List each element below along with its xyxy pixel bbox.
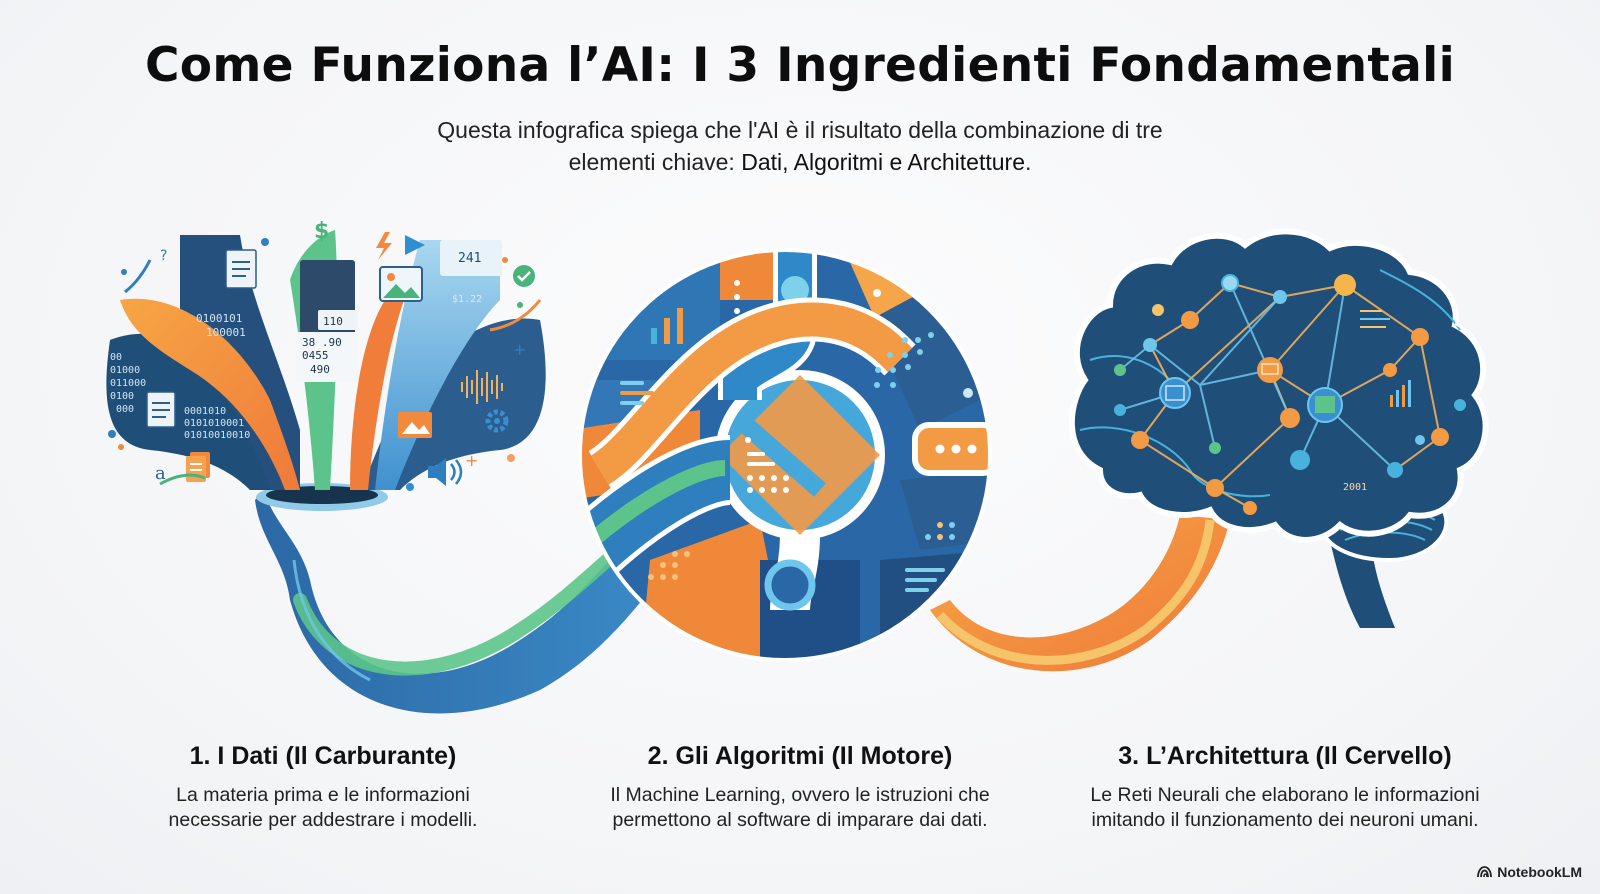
svg-text:+: + — [465, 451, 478, 470]
description-line-1: Le Reti Neurali che elaborano le informa… — [1090, 784, 1480, 806]
svg-text:01000: 01000 — [110, 365, 140, 376]
play-icon — [405, 235, 425, 255]
image-icon — [398, 412, 432, 438]
page-title: Come Funziona l’AI: I 3 Ingredienti Fond… — [145, 38, 1455, 93]
svg-text:000: 000 — [116, 404, 134, 415]
subtitle-line-2: elementi chiave: Dati, Algoritmi e Archi… — [0, 146, 1600, 178]
section-title: 1. I Dati (Il Carburante) — [189, 742, 457, 770]
svg-text:011000: 011000 — [110, 378, 146, 389]
svg-text:?: ? — [160, 248, 167, 264]
subtitle-highlight: Dati, Algoritmi e Architetture — [741, 149, 1025, 175]
description-line-1: Il Machine Learning, ovvero le istruzion… — [610, 784, 990, 806]
connector-ribbon — [930, 515, 1230, 672]
description-line-2: necessarie per addestrare i modelli. — [168, 809, 478, 831]
subtitle-line-1: Questa infografica spiega che l'AI è il … — [437, 117, 1163, 143]
section-card-data: 1. I Dati (Il Carburante) La materia pri… — [103, 742, 543, 833]
svg-text:100001: 100001 — [206, 326, 246, 339]
svg-text:490: 490 — [310, 363, 330, 376]
page-subtitle: Questa infografica spiega che l'AI è il … — [0, 114, 1600, 178]
check-bubble-icon — [513, 265, 535, 287]
dollar-icon: $ — [314, 219, 329, 244]
svg-text:110: 110 — [323, 315, 343, 328]
section-description: Il Machine Learning, ovvero le istruzion… — [580, 783, 1020, 833]
stacked-documents-icon — [186, 452, 210, 482]
section-title: 3. L’Architettura (Il Cervello) — [1118, 742, 1452, 770]
svg-text:$1.22: $1.22 — [452, 294, 482, 305]
lightning-icon — [376, 232, 392, 260]
svg-text:38 .90: 38 .90 — [302, 336, 342, 349]
section-card-architecture: 3. L’Architettura (Il Cervello) Le Reti … — [1065, 742, 1505, 833]
document-icon — [225, 249, 257, 289]
svg-text:0101010001: 0101010001 — [184, 418, 244, 429]
notebooklm-brand: NotebookLM — [1477, 864, 1582, 880]
section-title: 2. Gli Algoritmi (Il Motore) — [647, 742, 953, 770]
section-card-algorithms: 2. Gli Algoritmi (Il Motore) Il Machine … — [580, 742, 1020, 833]
svg-text:241: 241 — [458, 251, 481, 266]
document-icon — [146, 391, 176, 428]
subtitle-suffix: . — [1025, 149, 1032, 175]
svg-text:01010010010: 01010010010 — [184, 430, 250, 441]
svg-text:a: a — [155, 463, 166, 484]
svg-text:2001: 2001 — [1343, 482, 1367, 493]
svg-text:0455: 0455 — [302, 349, 329, 362]
svg-text:0100: 0100 — [110, 391, 134, 402]
image-icon — [379, 266, 423, 302]
svg-text:+: + — [513, 340, 526, 359]
description-line-1: La materia prima e le informazioni — [176, 784, 470, 806]
speaker-icon — [428, 458, 463, 486]
gear-icon — [485, 409, 509, 433]
section-description: Le Reti Neurali che elaborano le informa… — [1065, 783, 1505, 833]
notebooklm-logo-icon — [1477, 866, 1493, 878]
subtitle-prefix: elementi chiave: — [568, 149, 742, 175]
description-line-2: permettono al software di imparare dai d… — [612, 809, 988, 831]
audio-waveform-icon — [461, 370, 503, 404]
svg-text:0100101: 0100101 — [196, 312, 242, 325]
svg-text:0001010: 0001010 — [184, 406, 226, 417]
algorithm-engine-illustration — [578, 248, 992, 662]
description-line-2: imitando il funzionamento dei neuroni um… — [1091, 809, 1479, 831]
data-funnel-illustration: 110 38 .90 0455 490 0100101 100001 00 01… — [106, 219, 720, 714]
section-description: La materia prima e le informazioni necess… — [103, 783, 543, 833]
svg-text:00: 00 — [110, 352, 122, 363]
brand-label: NotebookLM — [1497, 864, 1582, 880]
neural-brain-illustration: 2001 — [1068, 228, 1489, 628]
